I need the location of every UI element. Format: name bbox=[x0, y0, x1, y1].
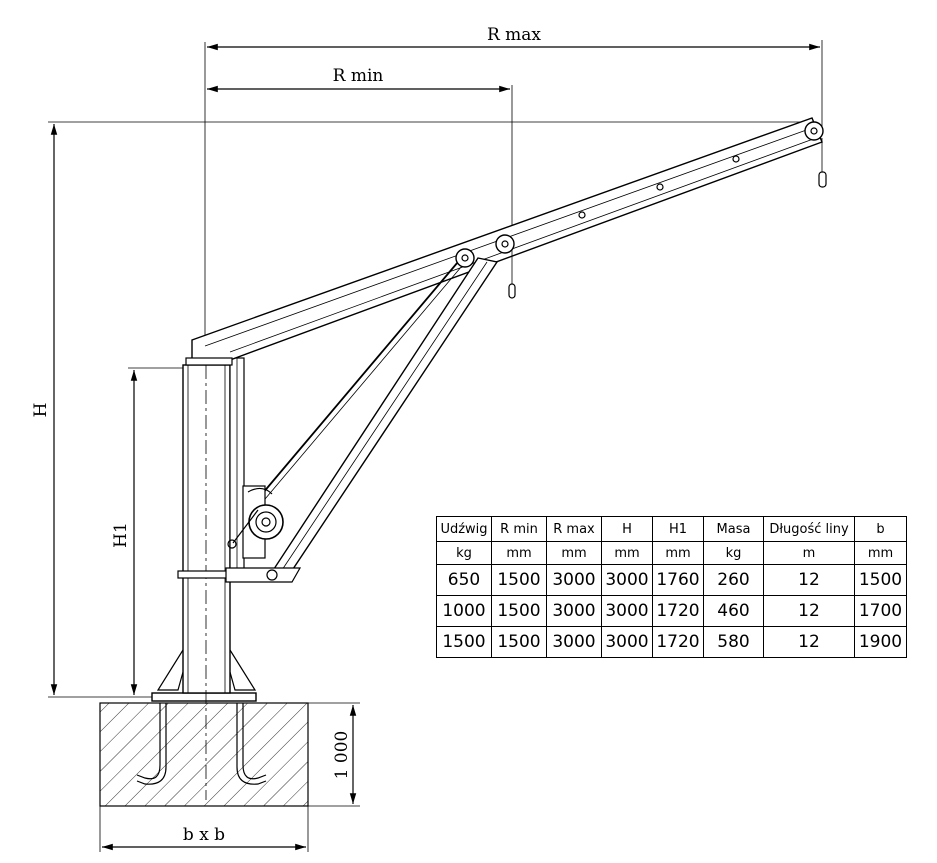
table-header-cell: b bbox=[854, 516, 907, 542]
table-header-cell: R max bbox=[546, 516, 602, 542]
table-cell: 3000 bbox=[601, 564, 653, 596]
table-header-cell: H bbox=[601, 516, 653, 542]
table-cell: 650 bbox=[436, 564, 492, 596]
table-cell: 1900 bbox=[854, 626, 907, 658]
table-unit-cell: mm bbox=[652, 541, 704, 565]
table-cell: 1500 bbox=[436, 626, 492, 658]
concrete-foundation bbox=[99, 702, 309, 807]
table-header-cell: Długość liny bbox=[763, 516, 855, 542]
table-cell: 580 bbox=[703, 626, 764, 658]
table-cell: 3000 bbox=[546, 564, 602, 596]
jib-pulleys bbox=[455, 121, 824, 268]
table-cell: 12 bbox=[763, 564, 855, 596]
hoist-rope bbox=[256, 255, 468, 506]
table-cell: 1500 bbox=[854, 564, 907, 596]
specifications-table: Udźwig R min R max H H1 Masa Długość lin… bbox=[436, 516, 907, 658]
table-unit-cell: kg bbox=[436, 541, 492, 565]
table-unit-cell: mm bbox=[546, 541, 602, 565]
table-cell: 460 bbox=[703, 595, 764, 627]
table-unit-cell: mm bbox=[854, 541, 907, 565]
table-row: 1500 1500 3000 3000 1720 580 12 1900 bbox=[436, 626, 907, 658]
h-dimension: H bbox=[31, 121, 808, 698]
table-header-cell: H1 bbox=[652, 516, 704, 542]
table-cell: 3000 bbox=[601, 626, 653, 658]
table-cell: 1720 bbox=[652, 626, 704, 658]
table-cell: 1000 bbox=[436, 595, 492, 627]
table-header-row: Udźwig R min R max H H1 Masa Długość lin… bbox=[436, 516, 907, 542]
table-header-cell: R min bbox=[491, 516, 547, 542]
r-max-dimension: R max bbox=[204, 25, 823, 345]
h1-dimension: H1 bbox=[111, 367, 192, 695]
table-cell: 3000 bbox=[546, 595, 602, 627]
r-min-dimension: R min bbox=[207, 66, 513, 240]
table-cell: 1500 bbox=[491, 595, 547, 627]
table-header-cell: Masa bbox=[703, 516, 764, 542]
table-cell: 1720 bbox=[652, 595, 704, 627]
table-row: 1000 1500 3000 3000 1720 460 12 1700 bbox=[436, 595, 907, 627]
table-cell: 1700 bbox=[854, 595, 907, 627]
table-cell: 1760 bbox=[652, 564, 704, 596]
winch bbox=[227, 485, 284, 559]
table-header-cell: Udźwig bbox=[436, 516, 492, 542]
crane-column bbox=[177, 340, 257, 800]
table-row: 650 1500 3000 3000 1760 260 12 1500 bbox=[436, 564, 907, 596]
r-min-label: R min bbox=[333, 66, 384, 86]
table-cell: 1500 bbox=[491, 626, 547, 658]
foundation-depth-dimension: 1 000 bbox=[308, 702, 360, 807]
table-cell: 3000 bbox=[546, 626, 602, 658]
foundation-depth-label: 1 000 bbox=[332, 731, 352, 780]
table-cell: 1500 bbox=[491, 564, 547, 596]
table-cell: 3000 bbox=[601, 595, 653, 627]
table-cell: 12 bbox=[763, 595, 855, 627]
table-unit-cell: mm bbox=[601, 541, 653, 565]
table-cell: 12 bbox=[763, 626, 855, 658]
h-label: H bbox=[31, 403, 51, 418]
table-unit-cell: mm bbox=[491, 541, 547, 565]
foundation-width-label: b x b bbox=[183, 825, 225, 845]
h1-label: H1 bbox=[111, 522, 131, 548]
hook-r-max bbox=[818, 138, 827, 188]
table-units-row: kg mm mm mm mm kg m mm bbox=[436, 541, 907, 565]
table-unit-cell: kg bbox=[703, 541, 764, 565]
crane-strut bbox=[225, 257, 499, 583]
r-max-label: R max bbox=[487, 25, 541, 45]
table-unit-cell: m bbox=[763, 541, 855, 565]
table-cell: 260 bbox=[703, 564, 764, 596]
hook-r-min bbox=[508, 250, 516, 299]
foundation-width-dimension: b x b bbox=[99, 806, 309, 852]
